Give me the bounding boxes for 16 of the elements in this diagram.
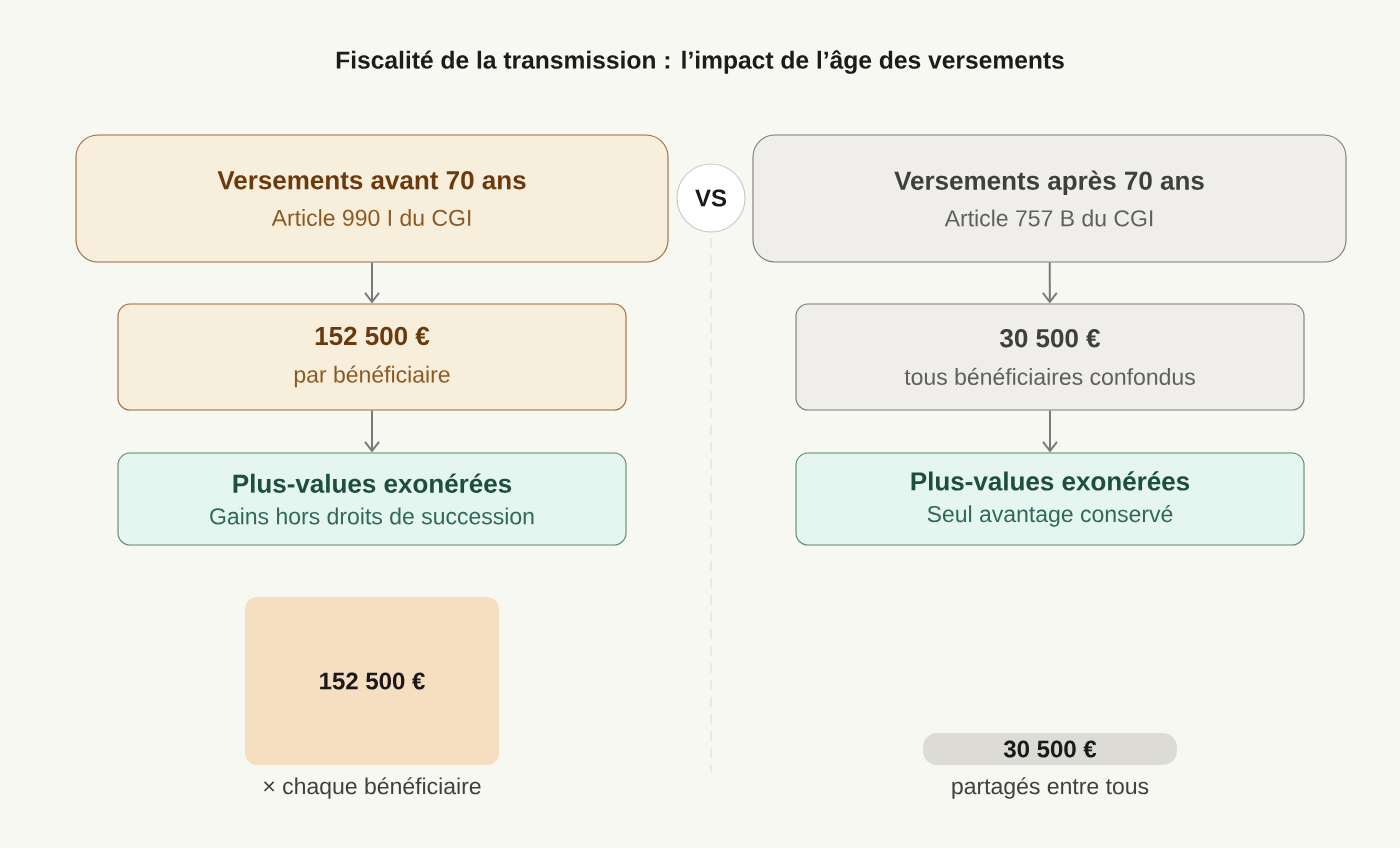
- heading-box: Versements après 70 ans Article 757 B du CGI: [752, 134, 1347, 263]
- amount-tile: 152 500 €: [245, 597, 499, 765]
- result-box: Plus-values exonérées Gains hors droits de succession: [117, 452, 627, 546]
- amount-bar: 30 500 €: [923, 733, 1177, 765]
- caption-text: × chaque bénéficiaire: [263, 777, 481, 799]
- amount-box: 152 500 € par bénéficiaire: [117, 303, 627, 411]
- title: Fiscalité de la transmission : l’impact de l’âge des versements: [336, 50, 1064, 74]
- arrow: [1041, 261, 1058, 304]
- arrow: [364, 409, 380, 453]
- caption-text: partagés entre tous: [952, 777, 1149, 799]
- arrow: [1042, 409, 1058, 453]
- heading-box: Versements avant 70 ans Article 990 I du CGI: [75, 134, 669, 263]
- arrow: [364, 261, 380, 304]
- result-box: Plus-values exonérées Seul avantage conservé: [795, 452, 1305, 546]
- amount-box: 30 500 € tous bénéficiaires confondus: [795, 303, 1305, 411]
- vs-badge: VS: [676, 163, 746, 233]
